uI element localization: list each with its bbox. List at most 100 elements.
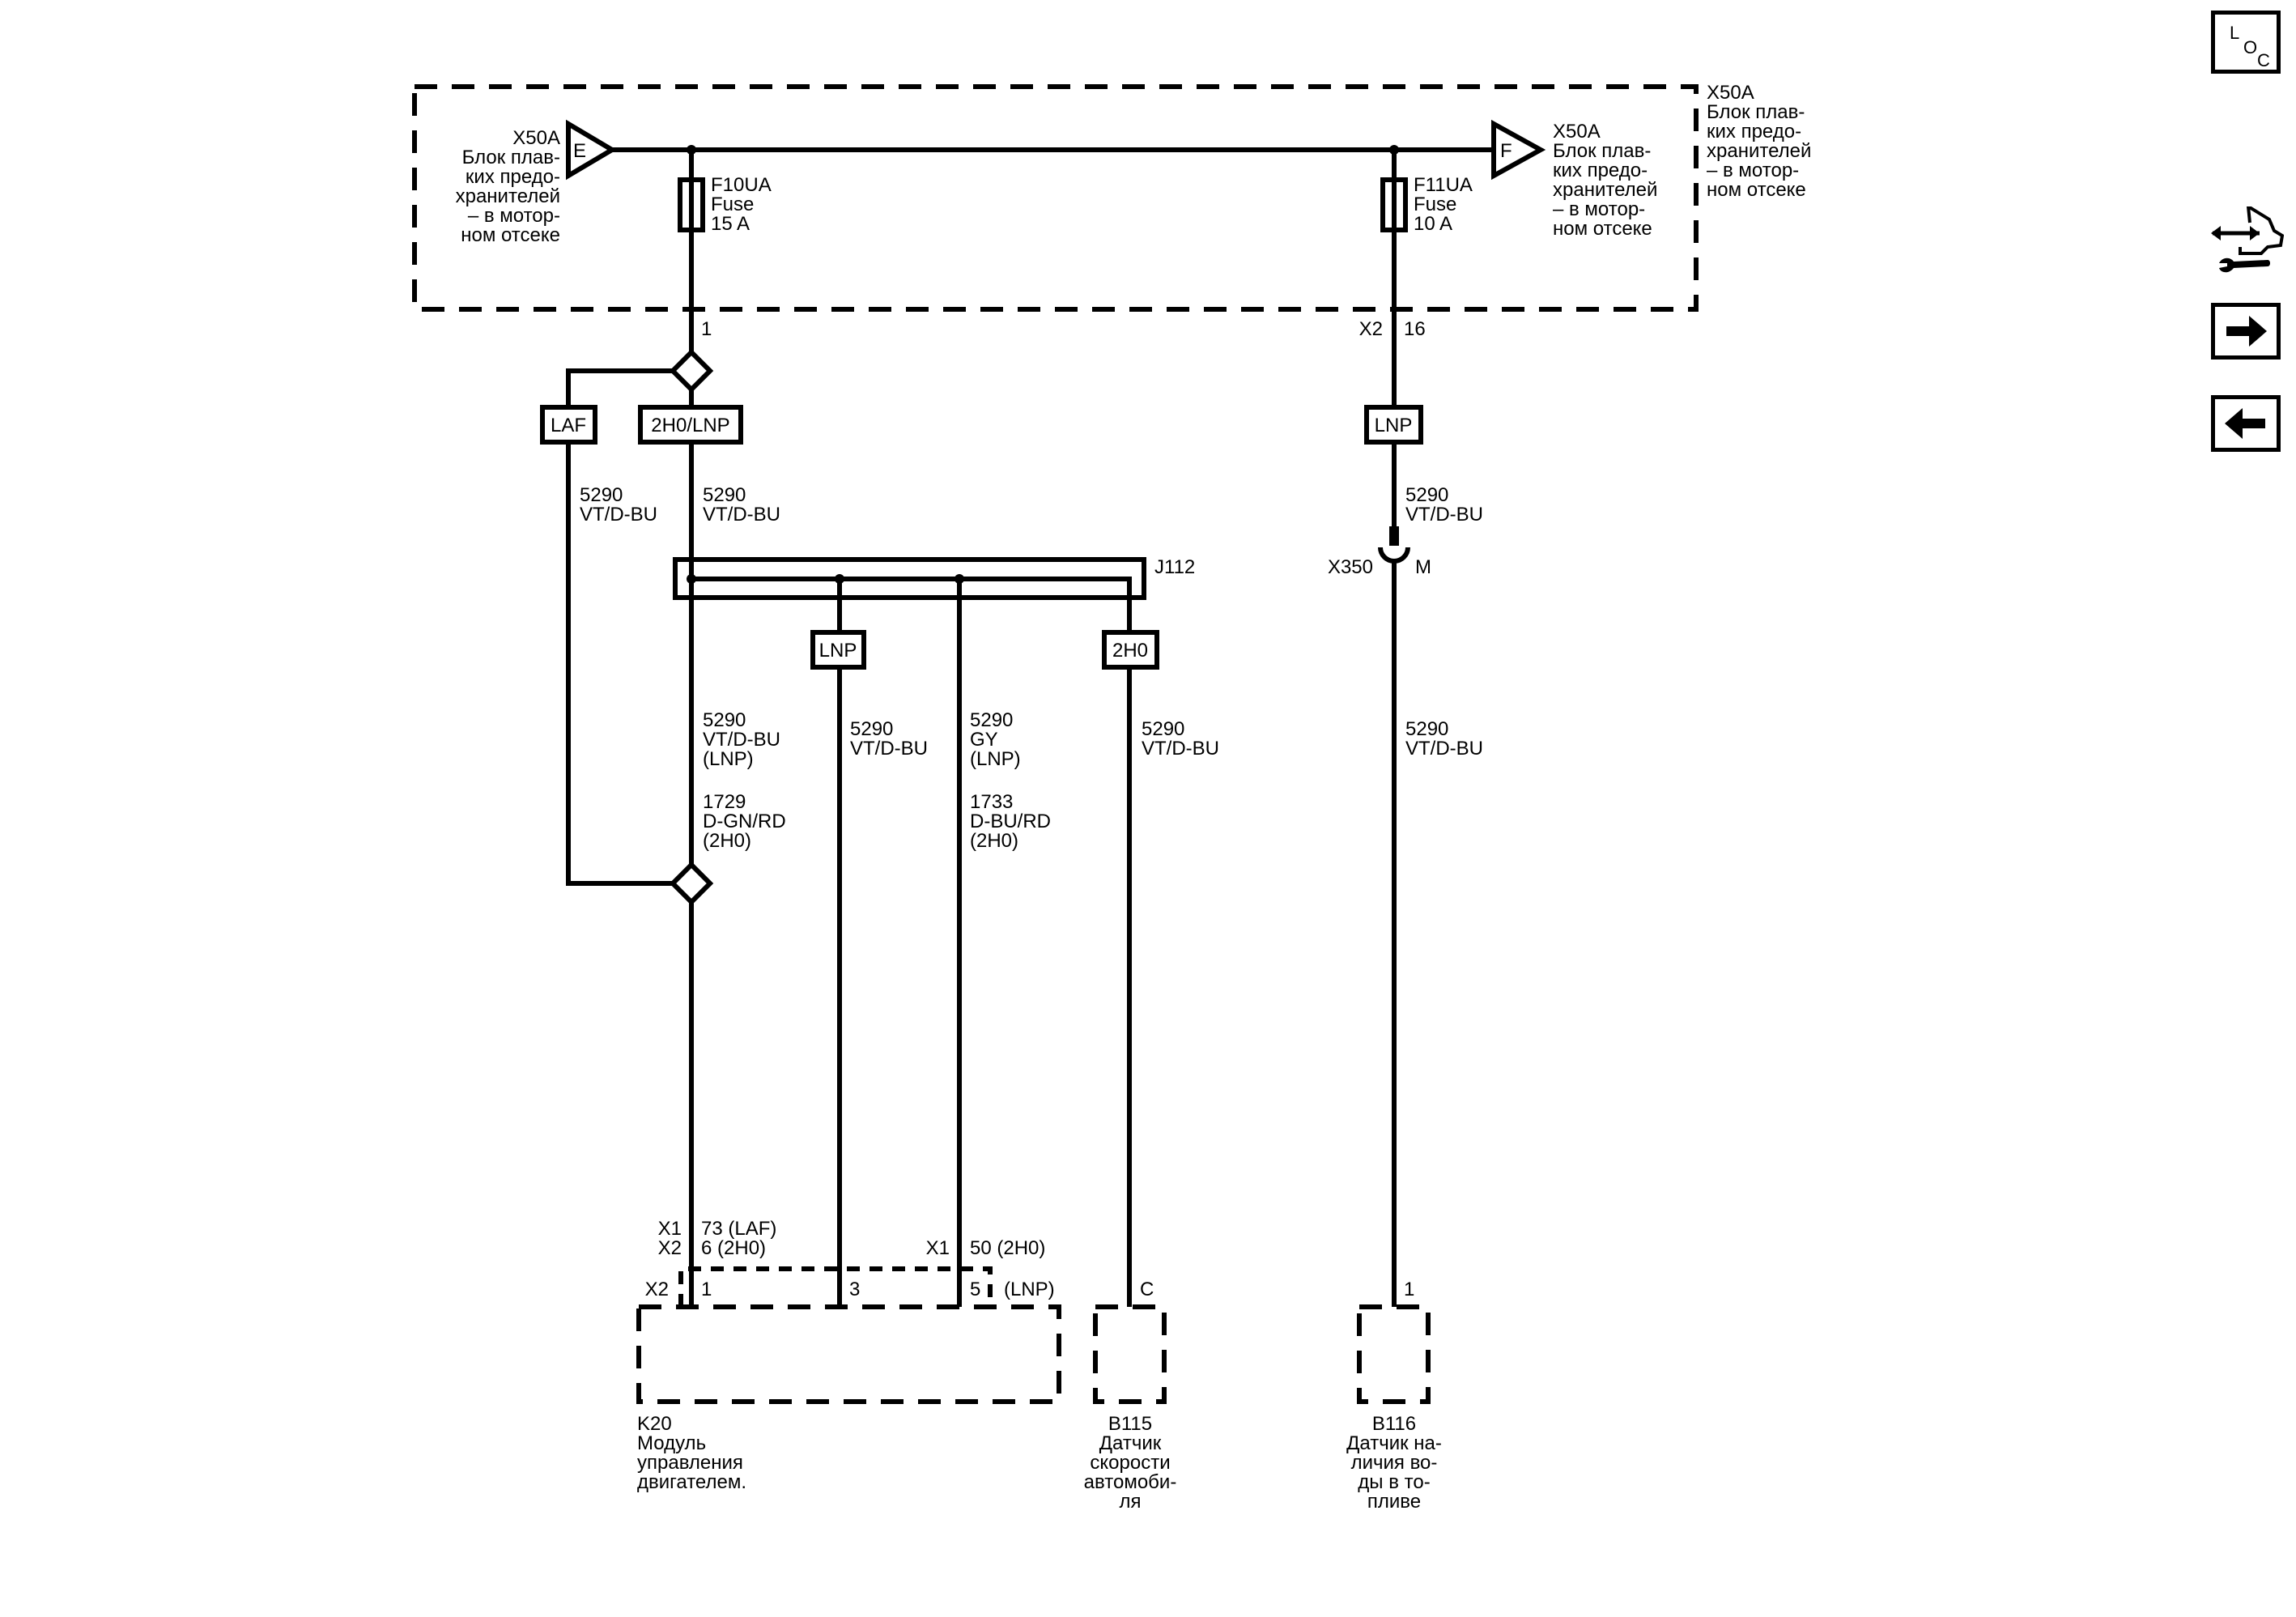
label-line: Блок плав- [1553,140,1651,162]
wire-label-line: VT/D-BU [703,729,780,751]
splice-bar [691,577,1132,632]
pin-connector: X2 [658,1237,682,1259]
option-split-diamond [669,348,714,394]
label-line: – в мотор- [1707,160,1799,181]
pin-number: 6 (2H0) [701,1237,766,1259]
component-desc: личия во- [1351,1452,1438,1474]
connector-x350-female [1378,547,1410,564]
pin-number: 5 [970,1279,980,1300]
wire-color: VT/D-BU [580,504,657,526]
component-desc: управления [637,1452,743,1474]
wire-label-line: 1733 [970,791,1013,813]
fuse-f10ua: F10UA Fuse 15 A 1 [678,145,772,356]
fuse-f11ua: F11UA Fuse 10 A X2 16 [1359,145,1473,407]
option-label: LNP [1375,415,1413,436]
wire-circuit: 5290 [703,484,746,506]
pin-number: 1 [1404,1279,1414,1300]
wire-label-col4: 5290 VT/D-BU [1142,718,1219,760]
pin-number: 73 (LAF) [701,1218,776,1240]
fuse-id: F11UA [1414,174,1473,196]
label-line: ких предо- [1553,160,1648,181]
label-line: – в мотор- [468,205,560,227]
connector-f-pin: F [1500,140,1512,162]
connector-f-symbol [1491,119,1546,181]
label-line: хранителей [1553,179,1657,201]
fuse-type: Fuse [711,194,754,215]
label-line: ном отсеке [461,224,560,246]
wire-label-line: 1729 [703,791,746,813]
pin-suffix: (LNP) [1004,1279,1055,1300]
label-line: ном отсеке [1707,179,1806,201]
connector-pin: M [1415,556,1431,578]
option-label: LNP [819,640,857,662]
fuse-id: F10UA [711,174,772,196]
loc-letter-o: O [2243,37,2258,57]
label-line: – в мотор- [1553,198,1645,220]
splice-pack-j112 [673,557,1146,600]
service-info-icon[interactable] [2211,203,2285,287]
wire-label-col3: 5290 GY (LNP) 1733 D-BU/RD (2H0) [970,709,1051,852]
k20-lnp-connector-outline [678,1266,993,1307]
component-desc: Датчик на- [1346,1432,1442,1454]
component-k20-label: K20 Модуль управления двигателем. [637,1413,746,1493]
component-desc: автомоби- [1084,1471,1177,1493]
component-b115-label: B115 Датчик скорости автомоби- ля [1084,1413,1177,1513]
label-line: ких предо- [466,166,560,188]
component-b116-label: B116 Датчик на- личия во- ды в то- пливе [1346,1413,1442,1513]
component-b115-outline [1093,1304,1167,1404]
wire-label-line: (2H0) [703,830,751,852]
option-box-lnp [810,630,866,670]
component-desc: ды в то- [1358,1471,1430,1493]
connector-e-pin: E [573,140,586,162]
wire-label-line: D-GN/RD [703,811,786,832]
option-box-2h0 [1102,630,1159,670]
wire-label-line: (2H0) [970,830,1018,852]
fuse-block-outer-label: X50A Блок плав- ких предо- хранителей – … [1707,82,1811,201]
label-line: ких предо- [1707,121,1801,143]
back-arrow-icon[interactable] [2211,395,2281,452]
arrow-right-glyph [2226,316,2267,347]
loc-letter-l: L [2230,23,2240,43]
label-line: X50A [1553,121,1601,143]
wire-label-line: VT/D-BU [850,738,928,760]
fuse-type: Fuse [1414,194,1456,215]
connector-e: E X50A Блок плав- ких предо- хранителей … [456,119,617,246]
wire-label-col1: 5290 VT/D-BU (LNP) 1729 D-GN/RD (2H0) [703,709,786,852]
fuse-out-connector: X2 [1359,318,1383,340]
laf-wire [566,442,672,886]
splice-id: J112 [1154,556,1195,578]
label-line: X50A [1707,82,1754,104]
splice-dot [687,574,696,584]
component-desc: пливе [1367,1491,1421,1513]
pin-connector: X2 [645,1279,669,1300]
component-desc: ля [1120,1491,1142,1513]
wire-label-line: 5290 [970,709,1013,731]
fuse-rating: 15 A [711,213,750,235]
label-line: ном отсеке [1553,218,1652,240]
wire-label-line: (LNP) [970,748,1021,770]
connector-e-symbol [566,119,617,181]
wire-label-line: D-BU/RD [970,811,1051,832]
component-id: B115 [1108,1413,1152,1435]
wire-label-line: 5290 [850,718,893,740]
component-id: B116 [1372,1413,1416,1435]
laf-branch-wire [566,368,673,407]
wire-label-line: GY [970,729,998,751]
wire-label-line: (LNP) [703,748,754,770]
pin-number: 50 (2H0) [970,1237,1045,1259]
fuse-rating: 10 A [1414,213,1452,235]
fuse-block-outline [412,84,1699,312]
option-label: LAF [551,415,586,436]
arrow-left-glyph [2225,408,2265,439]
loc-icon[interactable]: L O C [2211,11,2281,74]
forward-arrow-icon[interactable] [2211,303,2281,360]
wire-circuit: 5290 [580,484,623,506]
wire-label-line: VT/D-BU [1142,738,1219,760]
option-label: 2H0 [1112,640,1148,662]
loc-letter-c: C [2257,50,2270,70]
connector-x350-male [1389,526,1399,546]
label-line: хранителей [456,185,560,207]
component-desc: двигателем. [637,1471,746,1493]
component-id: K20 [637,1413,672,1435]
connector-f: F X50A Блок плав- ких предо- хранителей … [1491,119,1657,240]
